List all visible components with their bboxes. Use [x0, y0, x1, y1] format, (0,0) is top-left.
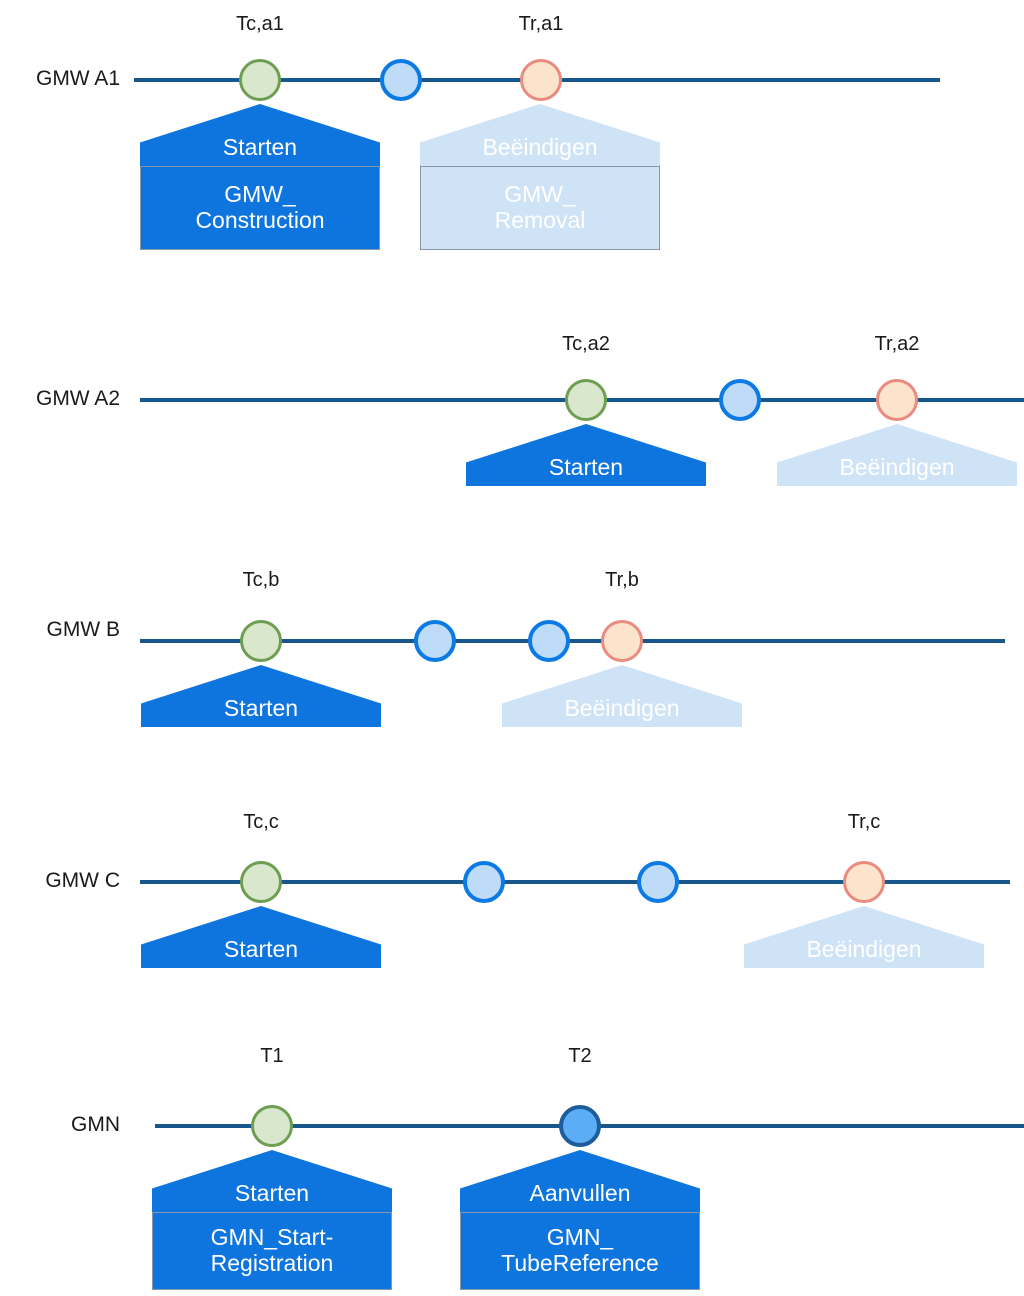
marker-start-event-gmn[interactable]	[251, 1105, 293, 1147]
marker-tick-label-start-event-gmw-c: Tc,c	[243, 811, 279, 833]
callout-beeindigen-gmw-c[interactable]: Beëindigen	[744, 906, 984, 968]
marker-intermediate-event-2-gmw-c[interactable]	[637, 861, 679, 903]
row-label-gmw-a1: GMW A1	[35, 67, 120, 90]
callout-roof	[141, 665, 381, 727]
marker-end-event-gmw-c[interactable]	[843, 861, 885, 903]
callout-beeindigen-gmw-a2[interactable]: Beëindigen	[777, 424, 1017, 486]
row-label-gmn: GMN	[71, 1113, 120, 1136]
marker-intermediate-event-1-gmw-b[interactable]	[414, 620, 456, 662]
callout-beeindigen-gmw-b[interactable]: Beëindigen	[502, 665, 742, 727]
callout-starten-gmw-a2[interactable]: Starten	[466, 424, 706, 486]
marker-tick-label-start-event-gmw-b: Tc,b	[242, 569, 280, 591]
marker-tick-label-end-event-gmw-a1: Tr,a1	[518, 13, 564, 35]
callout-roof	[466, 424, 706, 486]
timeline-axis-gmw-c	[140, 880, 1010, 884]
row-label-gmw-a2: GMW A2	[35, 387, 120, 410]
marker-intermediate-event-gmw-a1[interactable]	[380, 59, 422, 101]
callout-body-box[interactable]: GMW_ Construction	[140, 166, 380, 250]
row-label-gmw-c: GMW C	[45, 869, 120, 892]
callout-body-box[interactable]: GMN_Start- Registration	[152, 1212, 392, 1290]
callout-aanvullen-tubereference-gmn[interactable]: Aanvullen...GMN_ TubeReference	[460, 1150, 700, 1290]
marker-intermediate-event-gmw-a2[interactable]	[719, 379, 761, 421]
marker-start-event-gmw-a2[interactable]	[565, 379, 607, 421]
timeline-axis-gmw-b	[140, 639, 1005, 643]
marker-supplement-event-gmn[interactable]	[559, 1105, 601, 1147]
marker-intermediate-event-1-gmw-c[interactable]	[463, 861, 505, 903]
callout-roof	[420, 104, 660, 166]
marker-tick-label-start-event-gmw-a2: Tc,a2	[562, 333, 610, 355]
marker-start-event-gmw-a1[interactable]	[239, 59, 281, 101]
callout-roof	[744, 906, 984, 968]
callout-roof	[140, 104, 380, 166]
callout-starten-gmw-c[interactable]: Starten	[141, 906, 381, 968]
marker-tick-label-end-event-gmw-a2: Tr,a2	[874, 333, 920, 355]
marker-end-event-gmw-a2[interactable]	[876, 379, 918, 421]
callout-roof	[777, 424, 1017, 486]
callout-starten-gmw-b[interactable]: Starten	[141, 665, 381, 727]
callout-roof	[460, 1150, 700, 1212]
marker-tick-label-supplement-event-gmn: T2	[568, 1045, 592, 1067]
row-label-gmw-b: GMW B	[46, 618, 121, 641]
marker-tick-label-start-event-gmw-a1: Tc,a1	[236, 13, 284, 35]
marker-start-event-gmw-b[interactable]	[240, 620, 282, 662]
marker-start-event-gmw-c[interactable]	[240, 861, 282, 903]
callout-body-box[interactable]: GMN_ TubeReference	[460, 1212, 700, 1290]
callout-roof	[152, 1150, 392, 1212]
callout-roof	[141, 906, 381, 968]
marker-end-event-gmw-b[interactable]	[601, 620, 643, 662]
callout-roof	[502, 665, 742, 727]
marker-tick-label-end-event-gmw-b: Tr,b	[605, 569, 639, 591]
marker-tick-label-start-event-gmn: T1	[260, 1045, 284, 1067]
marker-tick-label-end-event-gmw-c: Tr,c	[847, 811, 881, 833]
callout-body-box[interactable]: GMW_ Removal	[420, 166, 660, 250]
marker-end-event-gmw-a1[interactable]	[520, 59, 562, 101]
marker-intermediate-event-2-gmw-b[interactable]	[528, 620, 570, 662]
